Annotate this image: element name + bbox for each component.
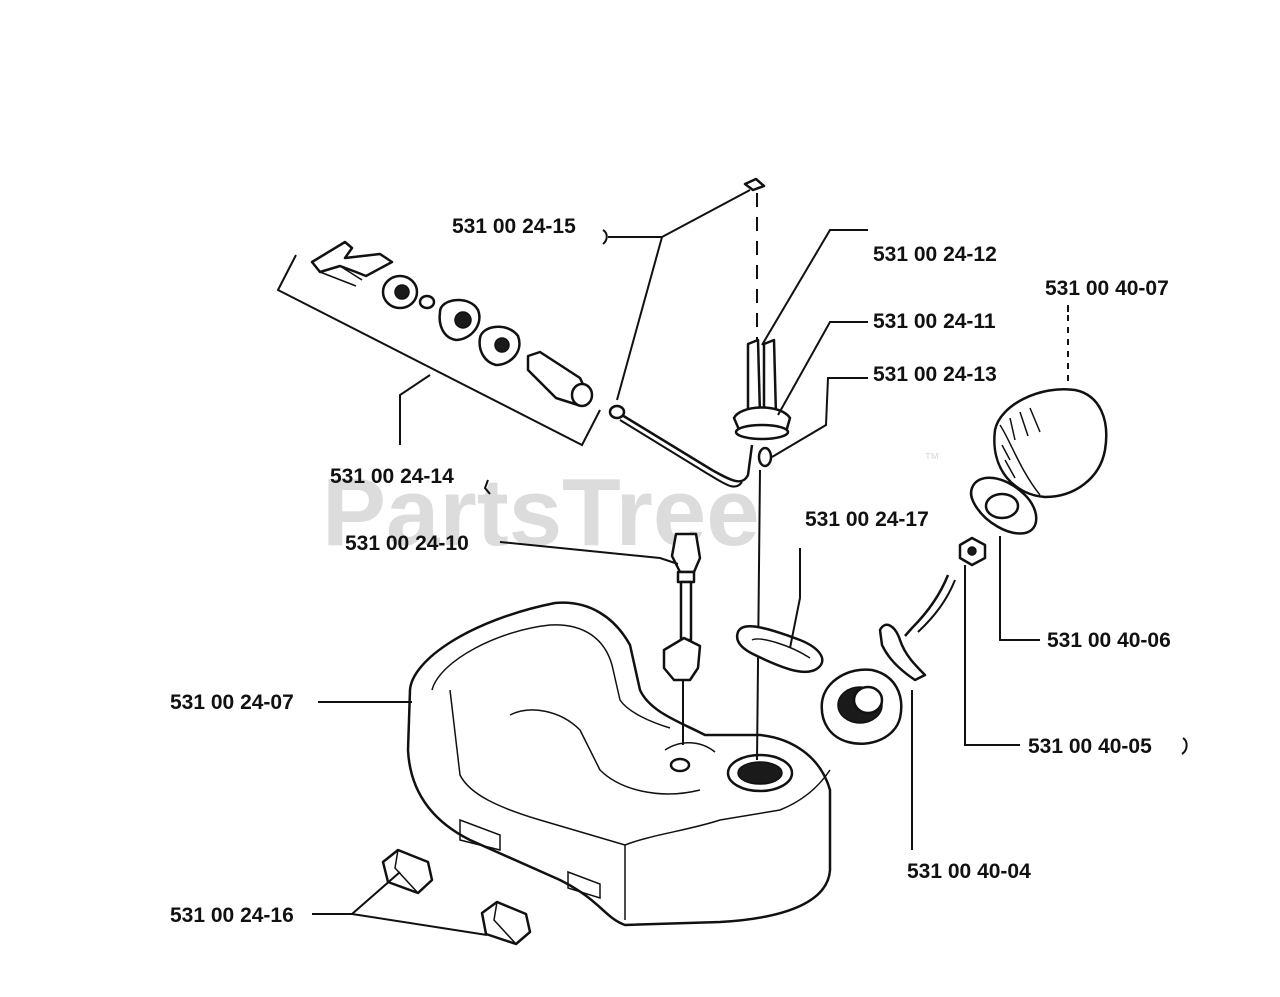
part-label-531-00-40-04[interactable]: 531 00 40-04 — [907, 860, 1031, 883]
cap-strap[interactable] — [878, 574, 956, 682]
part-label-531-00-40-07[interactable]: 531 00 40-07 — [1045, 277, 1169, 300]
trademark-mark: ™ — [924, 451, 940, 468]
fuel-filter[interactable] — [662, 532, 702, 745]
tank-vent-assembly[interactable] — [732, 338, 792, 468]
part-label-531-00-24-15[interactable]: 531 00 24-15 — [452, 215, 576, 238]
part-label-531-00-40-05[interactable]: 531 00 40-05 — [1028, 735, 1152, 758]
part-label-531-00-24-11[interactable]: 531 00 24-11 — [873, 310, 996, 333]
part-label-531-00-24-13[interactable]: 531 00 24-13 — [873, 363, 997, 386]
tank-bumper-1[interactable] — [381, 848, 434, 895]
grommet[interactable] — [736, 625, 824, 674]
group-bracket-24-14 — [276, 254, 601, 447]
scan-mark — [1181, 737, 1188, 755]
fuel-cap[interactable] — [993, 387, 1108, 499]
part-label-531-00-24-14[interactable]: 531 00 24-14 — [330, 465, 454, 488]
fuel-tank[interactable] — [406, 601, 832, 927]
cap-gasket[interactable] — [969, 476, 1038, 535]
vent-plug[interactable] — [743, 177, 766, 192]
filler-inlet[interactable] — [820, 668, 903, 745]
part-label-531-00-24-07[interactable]: 531 00 24-07 — [170, 691, 294, 714]
scan-mark — [483, 479, 491, 495]
part-label-531-00-24-10[interactable]: 531 00 24-10 — [345, 532, 469, 555]
part-label-531-00-24-17[interactable]: 531 00 24-17 — [805, 508, 929, 531]
retainer-nut[interactable] — [958, 536, 987, 567]
scan-mark — [602, 229, 608, 245]
fuel-hose[interactable] — [616, 410, 754, 488]
part-label-531-00-40-06[interactable]: 531 00 40-06 — [1047, 629, 1171, 652]
tank-bumper-2[interactable] — [480, 900, 532, 946]
leader-lines — [312, 189, 1069, 936]
part-label-531-00-24-12[interactable]: 531 00 24-12 — [873, 243, 997, 266]
part-label-531-00-24-16[interactable]: 531 00 24-16 — [170, 904, 294, 927]
primer-assembly[interactable] — [310, 240, 626, 420]
